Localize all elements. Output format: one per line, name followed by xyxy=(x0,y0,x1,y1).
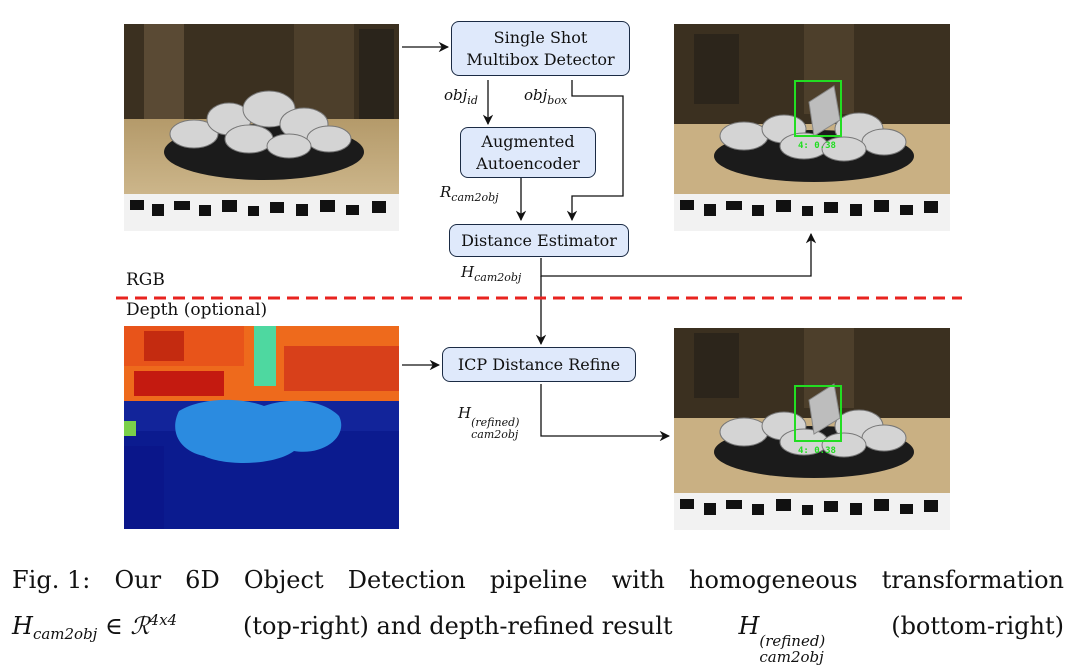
depth-input-image xyxy=(124,326,399,529)
ssd-line2: Multibox Detector xyxy=(466,49,615,69)
label-r-cam2obj: Rcam2obj xyxy=(440,183,499,204)
rgb-detection-result: 4: 0.38 xyxy=(674,24,950,231)
arrow-dist-to-topright xyxy=(540,232,817,277)
section-depth: Depth (optional) xyxy=(126,300,268,320)
icp-refine-box: ICP Distance Refine xyxy=(442,347,636,382)
top-detection-score: 4: 0.38 xyxy=(798,141,836,151)
icp-label: ICP Distance Refine xyxy=(457,354,621,374)
caption-line-2: Hcam2obj ∈ ℛ4x4 (top-right) and depth-re… xyxy=(12,611,1064,666)
distance-estimator-box: Distance Estimator xyxy=(449,224,629,257)
ssd-line1: Single Shot xyxy=(493,27,588,47)
label-obj-id: objid xyxy=(444,86,478,107)
label-obj-box: objbox xyxy=(524,86,568,107)
aae-line2: Autoencoder xyxy=(476,153,580,173)
refined-detection-result: 4: 0.38 xyxy=(674,328,950,530)
arrow-icp-to-bottomright xyxy=(540,384,671,442)
rgb-input-photo xyxy=(124,24,399,231)
dist-label: Distance Estimator xyxy=(461,230,617,250)
bottom-detection-score: 4: 0.38 xyxy=(798,446,836,456)
arrow-objbox-to-dist xyxy=(566,80,624,222)
section-rgb: RGB xyxy=(126,270,165,290)
label-h-cam2obj: Hcam2obj xyxy=(461,263,522,284)
label-h-refined: H(refined)cam2obj xyxy=(458,404,520,441)
aae-line1: Augmented xyxy=(481,131,575,151)
